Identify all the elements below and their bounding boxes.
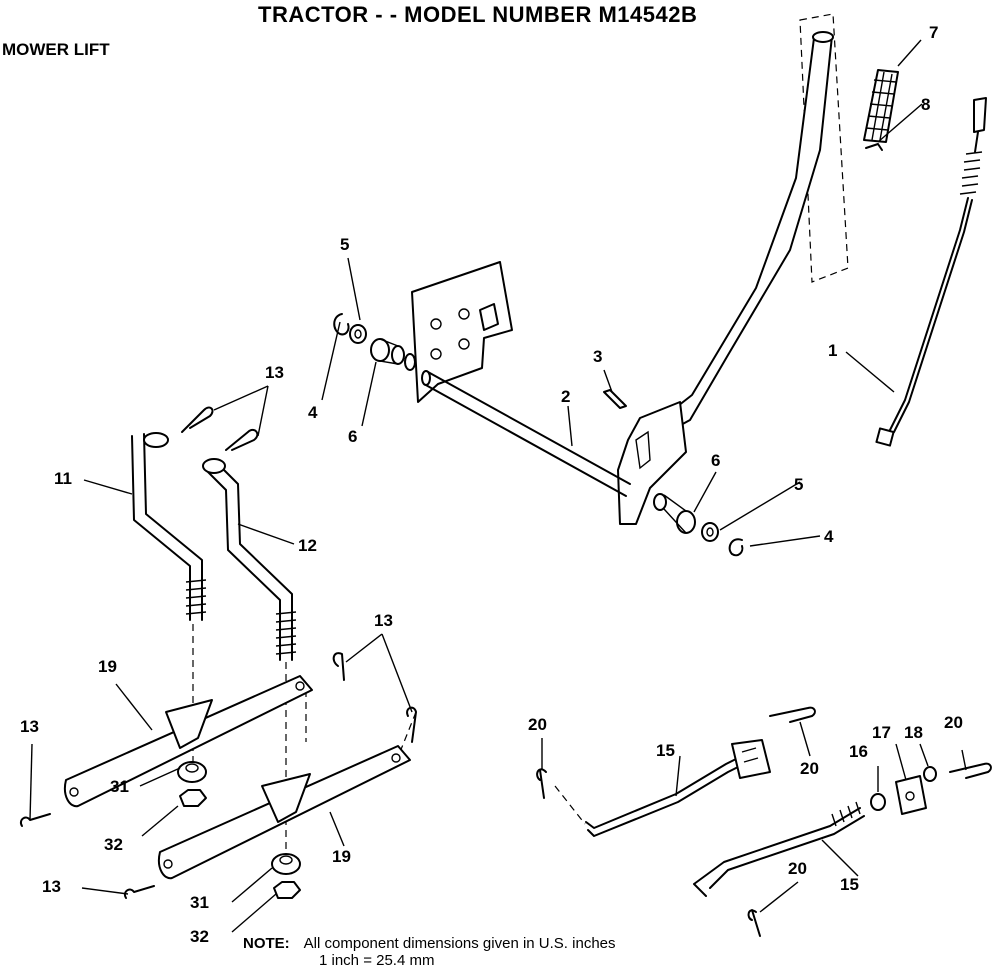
lift-arm-lower (158, 745, 411, 880)
leader-lines (29, 39, 967, 933)
callout-4: 4 (824, 527, 834, 546)
handle-phantom-outline (799, 13, 849, 283)
callout-20: 20 (944, 713, 963, 732)
callout-13: 13 (374, 611, 393, 630)
bushing-31-upper (177, 761, 207, 783)
note-line-2: 1 inch = 25.4 mm (319, 952, 435, 969)
callout-5: 5 (340, 235, 349, 254)
callout-3: 3 (593, 347, 602, 366)
callout-20: 20 (788, 859, 807, 878)
callout-6: 6 (711, 451, 720, 470)
dimension-note: NOTE: All component dimensions given in U… (243, 935, 616, 969)
callout-11: 11 (54, 469, 72, 488)
callout-13: 13 (265, 363, 284, 382)
callout-18: 18 (904, 723, 923, 742)
cotter-pins-20 (536, 706, 992, 937)
callout-15: 15 (840, 875, 859, 894)
callout-15: 15 (656, 741, 675, 760)
clip-right (728, 538, 744, 557)
lift-link-12 (202, 458, 297, 661)
mounting-plate (411, 261, 513, 403)
callout-31: 31 (190, 893, 209, 912)
trunnion-17 (895, 775, 927, 815)
grip-clip (865, 143, 883, 151)
callout-2: 2 (561, 387, 570, 406)
callout-12: 12 (298, 536, 317, 555)
callout-1: 1 (828, 341, 837, 360)
lift-lever (617, 31, 834, 525)
callout-17: 17 (872, 723, 891, 742)
callout-6: 6 (348, 427, 357, 446)
callout-16: 16 (849, 742, 868, 761)
clip-left (333, 313, 350, 336)
callout-20: 20 (528, 715, 547, 734)
washer-right (701, 522, 719, 542)
adjustment-rod-upper (585, 739, 771, 837)
lift-arm-upper (64, 675, 313, 808)
lift-link-11 (131, 432, 207, 621)
diagram-title: TRACTOR - - MODEL NUMBER M14542B (258, 2, 698, 27)
bushing-31-lower (271, 853, 301, 875)
washer-16 (870, 793, 886, 811)
callout-7: 7 (929, 23, 938, 42)
nut-32-lower (273, 881, 301, 899)
callout-numbers: 7 8 5 1 3 2 4 6 13 6 5 11 4 12 13 19 13 … (20, 23, 963, 946)
callout-5: 5 (794, 475, 803, 494)
bushing-right (653, 493, 696, 534)
callout-32: 32 (190, 927, 209, 946)
callout-19: 19 (98, 657, 117, 676)
nut-18 (923, 766, 937, 782)
callout-8: 8 (921, 95, 930, 114)
roll-pin (603, 389, 627, 409)
callout-19: 19 (332, 847, 351, 866)
callout-20: 20 (800, 759, 819, 778)
adjustment-rod-lower (693, 801, 865, 897)
note-label: NOTE: (243, 935, 290, 952)
callout-13: 13 (20, 717, 39, 736)
cross-shaft (421, 370, 631, 497)
callout-31: 31 (110, 777, 129, 796)
section-title: MOWER LIFT (2, 40, 110, 59)
nut-32-upper (179, 789, 207, 807)
note-line-1: All component dimensions given in U.S. i… (303, 935, 616, 952)
lift-rod (875, 97, 987, 447)
washer-left (349, 324, 367, 344)
callout-32: 32 (104, 835, 123, 854)
callout-4: 4 (308, 403, 318, 422)
bushing-left (370, 338, 416, 371)
handle-grip (863, 69, 899, 143)
callout-13: 13 (42, 877, 61, 896)
